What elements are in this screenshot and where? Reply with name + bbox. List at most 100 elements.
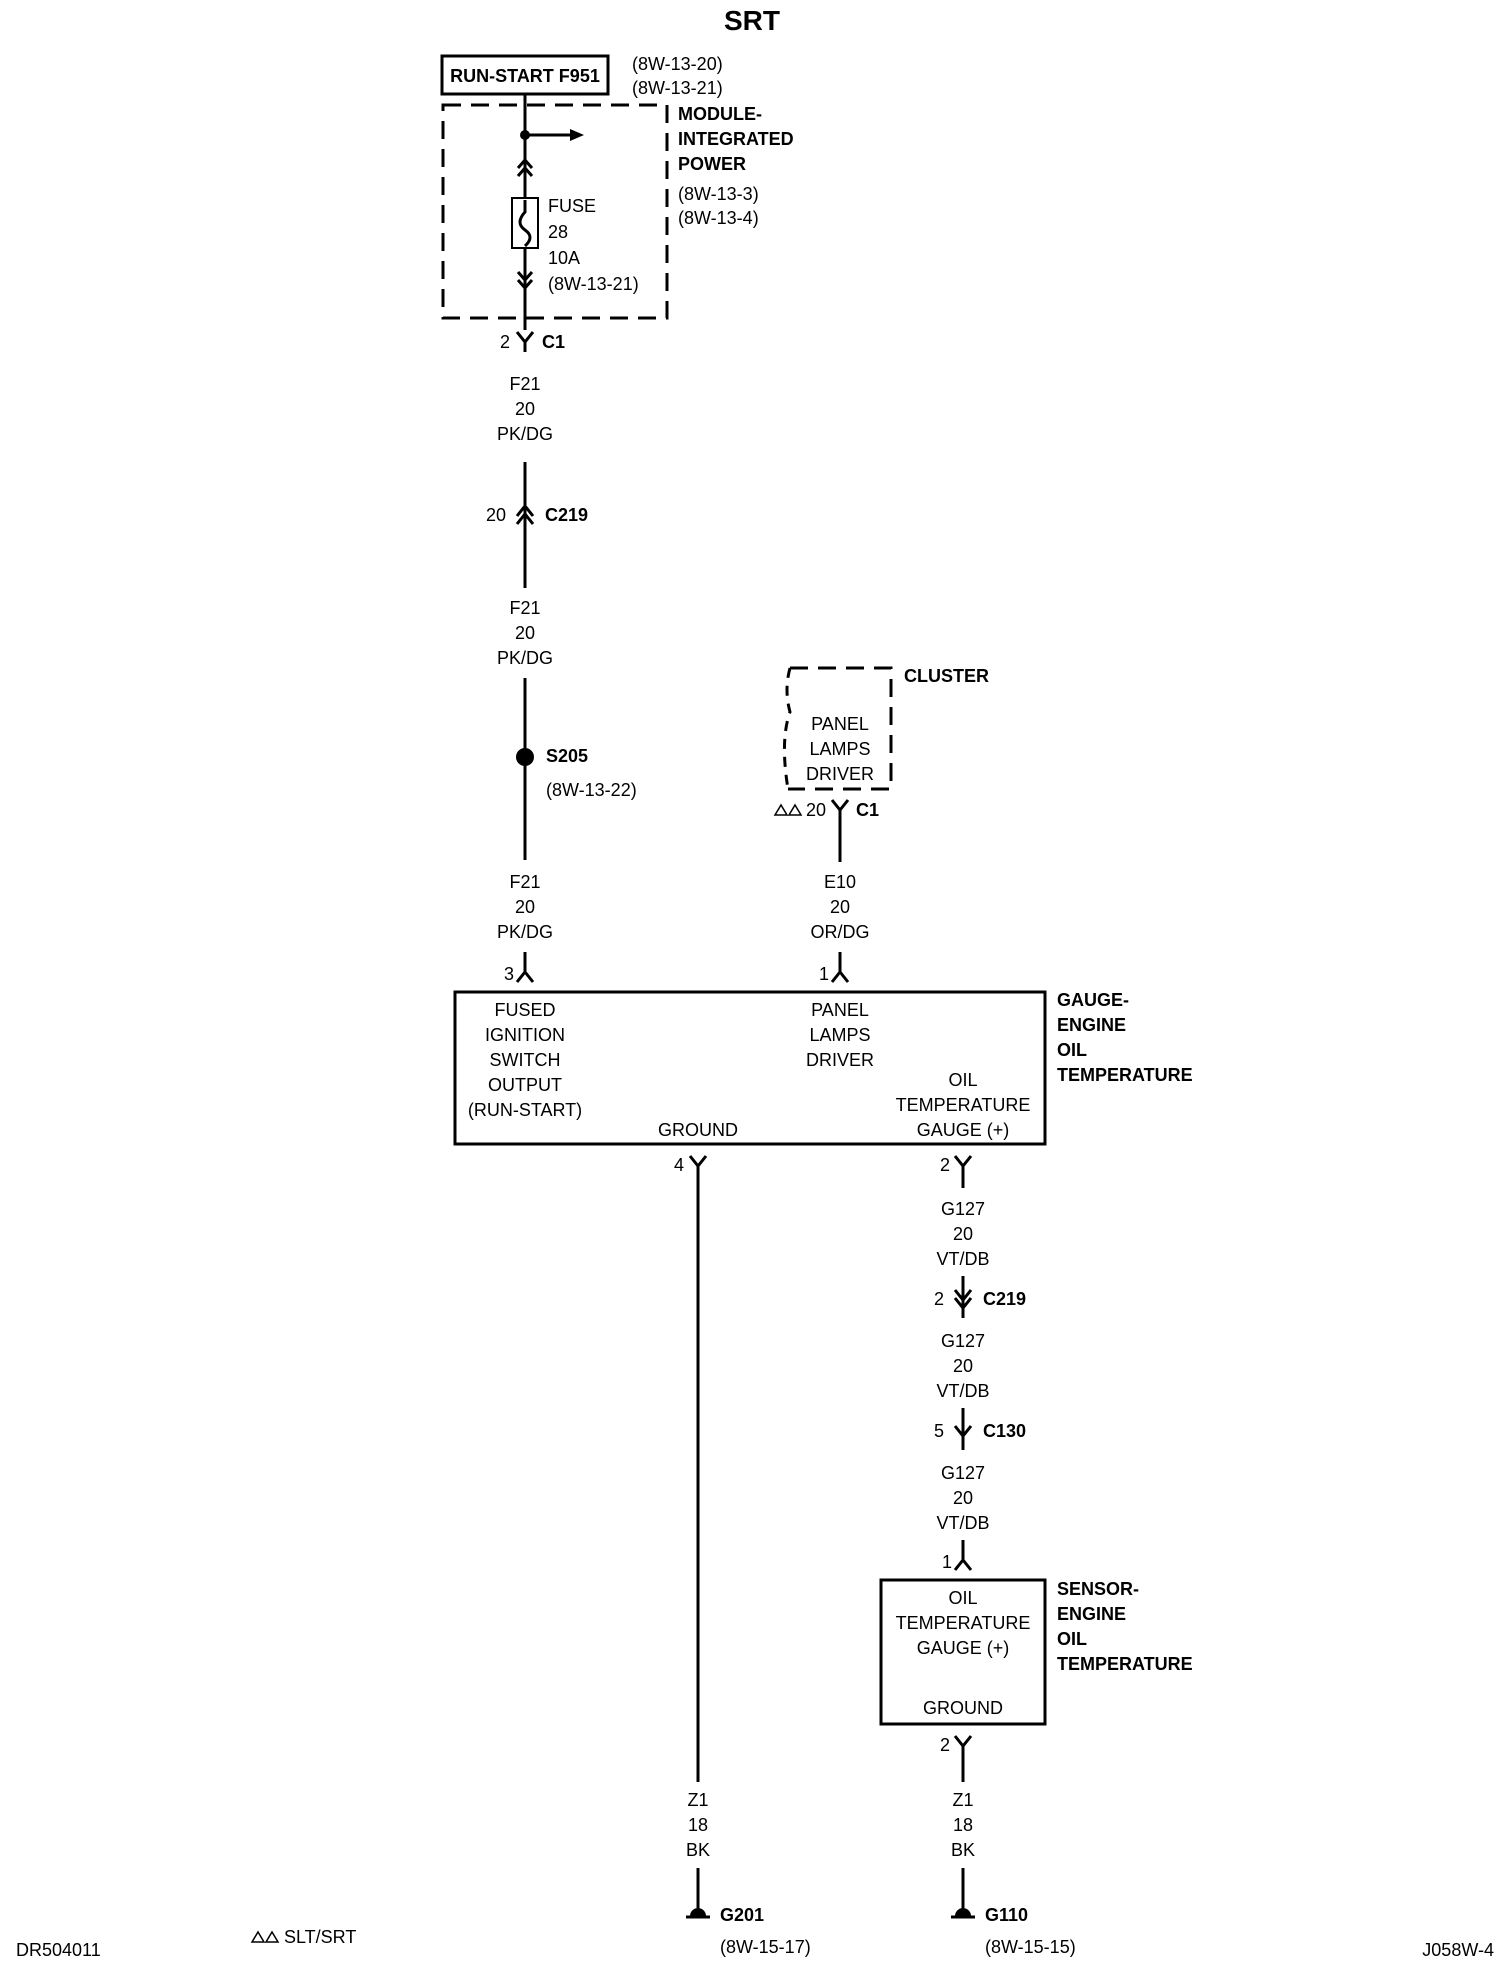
mip-out-connector-name: C1 [542, 332, 565, 352]
sensor-oil-1: OIL [948, 1588, 977, 1608]
wire-g127-c-color: VT/DB [936, 1513, 989, 1533]
ground-g201-name: G201 [720, 1905, 764, 1925]
mip-name-2: INTEGRATED [678, 129, 794, 149]
sensor-name-2: ENGINE [1057, 1604, 1126, 1624]
gauge-oil-1: OIL [948, 1070, 977, 1090]
wire-g127-c-circuit: G127 [941, 1463, 985, 1483]
c219-top-connector-icon [515, 503, 535, 517]
gauge-oil-2: TEMPERATURE [896, 1095, 1031, 1115]
sensor-name-3: OIL [1057, 1629, 1087, 1649]
wire-f21-b-color: PK/DG [497, 648, 553, 668]
legend-triangle-icon [264, 1930, 280, 1943]
fuse-label-2: 28 [548, 222, 568, 242]
sensor-pin2-connector-icon [953, 1735, 973, 1749]
mip-out-connector-icon [515, 331, 535, 345]
mip-box [441, 103, 669, 320]
sensor-box [879, 1578, 1047, 1726]
splice-name: S205 [546, 746, 588, 766]
diagram-title: SRT [724, 5, 780, 36]
wire-z1-right-circuit: Z1 [952, 1790, 973, 1810]
gauge-pin4-label: 4 [674, 1155, 684, 1175]
wire-g127-a-gauge: 20 [953, 1224, 973, 1244]
mip-ref-1: (8W-13-3) [678, 184, 759, 204]
sensor-pin1-connector-icon [953, 1557, 973, 1571]
sensor-oil-2: TEMPERATURE [896, 1613, 1031, 1633]
gauge-pin3-connector-icon [515, 969, 535, 983]
sensor-ground-label: GROUND [923, 1698, 1003, 1718]
sensor-pin1-label: 1 [942, 1552, 952, 1572]
cluster-out-connector-icon [830, 799, 850, 813]
c219-right-connector-icon [953, 1289, 973, 1303]
ground-g201-ref: (8W-15-17) [720, 1937, 811, 1957]
gauge-pin3-label: 3 [504, 964, 514, 984]
gauge-oil-3: GAUGE (+) [917, 1120, 1010, 1140]
gauge-pin1-label: 1 [819, 964, 829, 984]
c219-right-connector-name: C219 [983, 1289, 1026, 1309]
ground-g110-name: G110 [985, 1905, 1028, 1925]
sensor-oil-3: GAUGE (+) [917, 1638, 1010, 1658]
power-source-label: RUN-START F951 [450, 66, 600, 86]
wire-e10-circuit: E10 [824, 872, 856, 892]
gauge-panel-1: PANEL [811, 1000, 869, 1020]
wire-g127-a-circuit: G127 [941, 1199, 985, 1219]
cluster-driver-2: LAMPS [809, 739, 870, 759]
footer-right-id: J058W-4 [1422, 1940, 1494, 1960]
mip-name-1: MODULE- [678, 104, 762, 124]
gauge-fused-2: IGNITION [485, 1025, 565, 1045]
c219-top-connector-name: C219 [545, 505, 588, 525]
splice-ref: (8W-13-22) [546, 780, 637, 800]
wire-g127-b-gauge: 20 [953, 1356, 973, 1376]
mip-branch-arrow-icon [570, 129, 584, 141]
wire-g127-c-gauge: 20 [953, 1488, 973, 1508]
legend-triangle-icon [250, 1930, 266, 1943]
gauge-pin4-connector-icon [688, 1155, 708, 1169]
wire-f21-a-color: PK/DG [497, 424, 553, 444]
legend-note: SLT/SRT [284, 1927, 356, 1947]
sensor-name-4: TEMPERATURE [1057, 1654, 1193, 1674]
footer-left-id: DR504011 [16, 1940, 101, 1960]
gauge-fused-1: FUSED [494, 1000, 555, 1020]
fuse-label-3: 10A [548, 248, 580, 268]
wire-f21-a-gauge: 20 [515, 399, 535, 419]
c219-top-pin: 20 [486, 505, 506, 525]
wire-e10-color: OR/DG [810, 922, 869, 942]
wire-f21-c-color: PK/DG [497, 922, 553, 942]
wire-z1-left-color: BK [686, 1840, 710, 1860]
mip-ref-2: (8W-13-4) [678, 208, 759, 228]
wire-f21-b-gauge: 20 [515, 623, 535, 643]
ground-g110-ref: (8W-15-15) [985, 1937, 1076, 1957]
fuse-label-1: FUSE [548, 196, 596, 216]
c130-pin: 5 [934, 1421, 944, 1441]
gauge-pin2-label: 2 [940, 1155, 950, 1175]
c219-right-pin: 2 [934, 1289, 944, 1309]
wire-f21-a-circuit: F21 [509, 374, 540, 394]
wire-f21-c-circuit: F21 [509, 872, 540, 892]
power-source-ref-2: (8W-13-21) [632, 78, 723, 98]
gauge-name-4: TEMPERATURE [1057, 1065, 1193, 1085]
wire-z1-right-color: BK [951, 1840, 975, 1860]
ground-g201-icon [690, 1908, 706, 1916]
gauge-fused-3: SWITCH [490, 1050, 561, 1070]
gauge-ground-label: GROUND [658, 1120, 738, 1140]
splice-s205-dot [516, 748, 534, 766]
wire-e10-gauge: 20 [830, 897, 850, 917]
gauge-fused-4: OUTPUT [488, 1075, 562, 1095]
wire-g127-b-color: VT/DB [936, 1381, 989, 1401]
wire-f21-b-circuit: F21 [509, 598, 540, 618]
gauge-pin2-connector-icon [953, 1155, 973, 1169]
gauge-name-1: GAUGE- [1057, 990, 1129, 1010]
gauge-panel-3: DRIVER [806, 1050, 874, 1070]
c130-connector-icon [953, 1425, 973, 1439]
cluster-driver-3: DRIVER [806, 764, 874, 784]
gauge-panel-2: LAMPS [809, 1025, 870, 1045]
gauge-pin1-connector-icon [830, 969, 850, 983]
legend-triangle-icon [773, 803, 789, 816]
gauge-name-2: ENGINE [1057, 1015, 1126, 1035]
sensor-name-1: SENSOR- [1057, 1579, 1139, 1599]
gauge-name-3: OIL [1057, 1040, 1087, 1060]
c130-connector-name: C130 [983, 1421, 1026, 1441]
wire-g127-b-circuit: G127 [941, 1331, 985, 1351]
fuse-lower-chevron-icon [516, 271, 534, 283]
